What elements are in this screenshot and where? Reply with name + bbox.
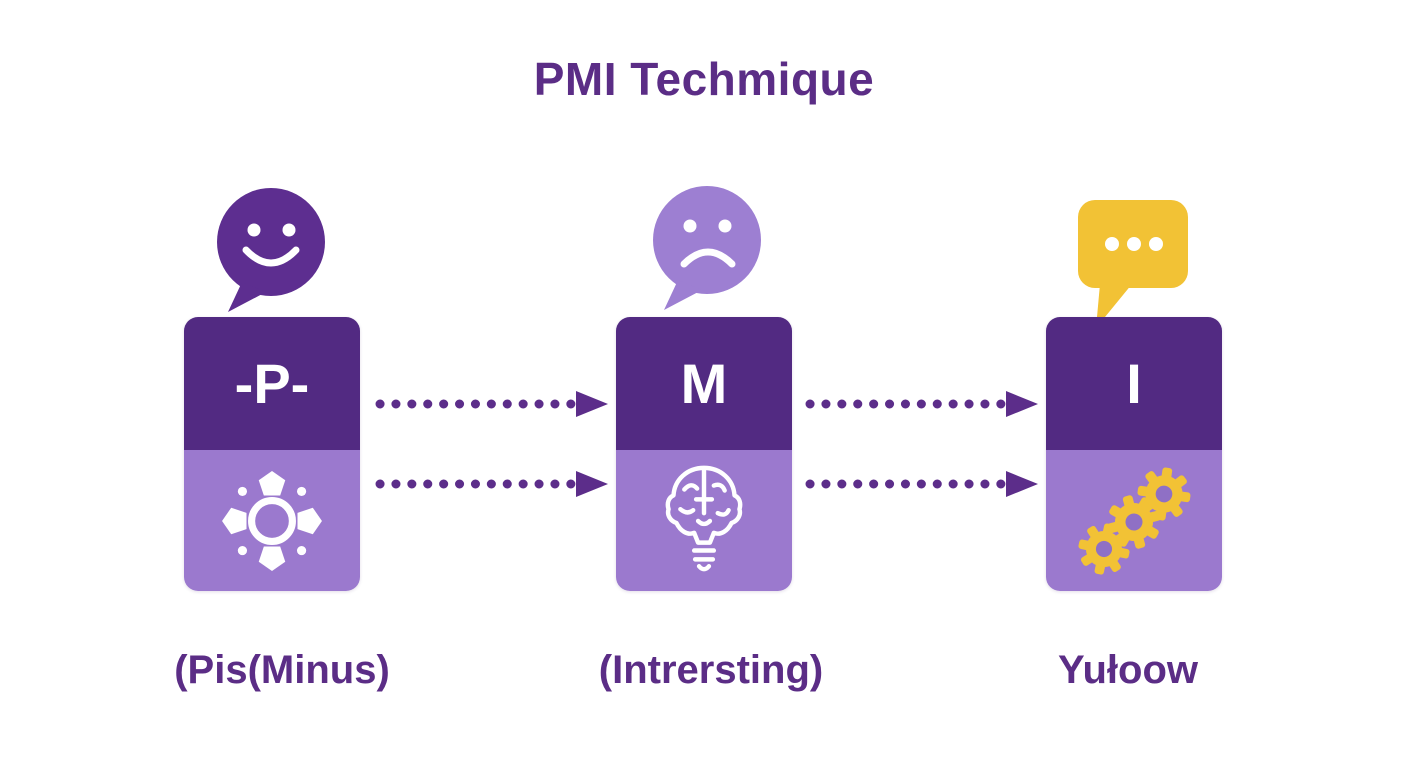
card-interesting: I	[1046, 317, 1222, 591]
sad-face-speech-bubble-icon	[653, 186, 761, 310]
label-interesting: Yułoow	[1058, 648, 1198, 692]
page-title: PMI Techmique	[533, 53, 875, 105]
dotted-arrow-left-bottom	[375, 471, 608, 497]
dotted-arrow-right-bottom	[805, 471, 1038, 497]
card-interesting-letter: I	[1126, 351, 1142, 415]
card-minus-letter: M	[680, 351, 728, 415]
dotted-arrow-right-top	[805, 391, 1038, 417]
gears-chain-icon	[1073, 464, 1194, 580]
card-minus: M	[616, 317, 792, 591]
typing-dots-speech-bubble-icon	[1078, 200, 1188, 328]
card-plus-letter: -P-	[234, 351, 310, 415]
card-minus-icon-panel	[616, 450, 792, 591]
label-plus: (Pis(Minus)	[174, 648, 390, 692]
dotted-arrow-left-top	[375, 391, 608, 417]
card-minus-letter-panel: M	[616, 317, 792, 450]
card-plus-letter-panel: -P-	[184, 317, 360, 450]
card-plus: -P-	[184, 317, 360, 591]
brain-lightbulb-icon	[665, 465, 743, 571]
card-interesting-letter-panel: I	[1046, 317, 1222, 450]
smiley-face-speech-bubble-icon	[217, 188, 325, 312]
flower-burst-icon	[222, 470, 322, 571]
card-interesting-icon-panel	[1046, 450, 1222, 591]
label-minus: (Intrersting)	[598, 648, 824, 692]
card-plus-icon-panel	[184, 450, 360, 591]
